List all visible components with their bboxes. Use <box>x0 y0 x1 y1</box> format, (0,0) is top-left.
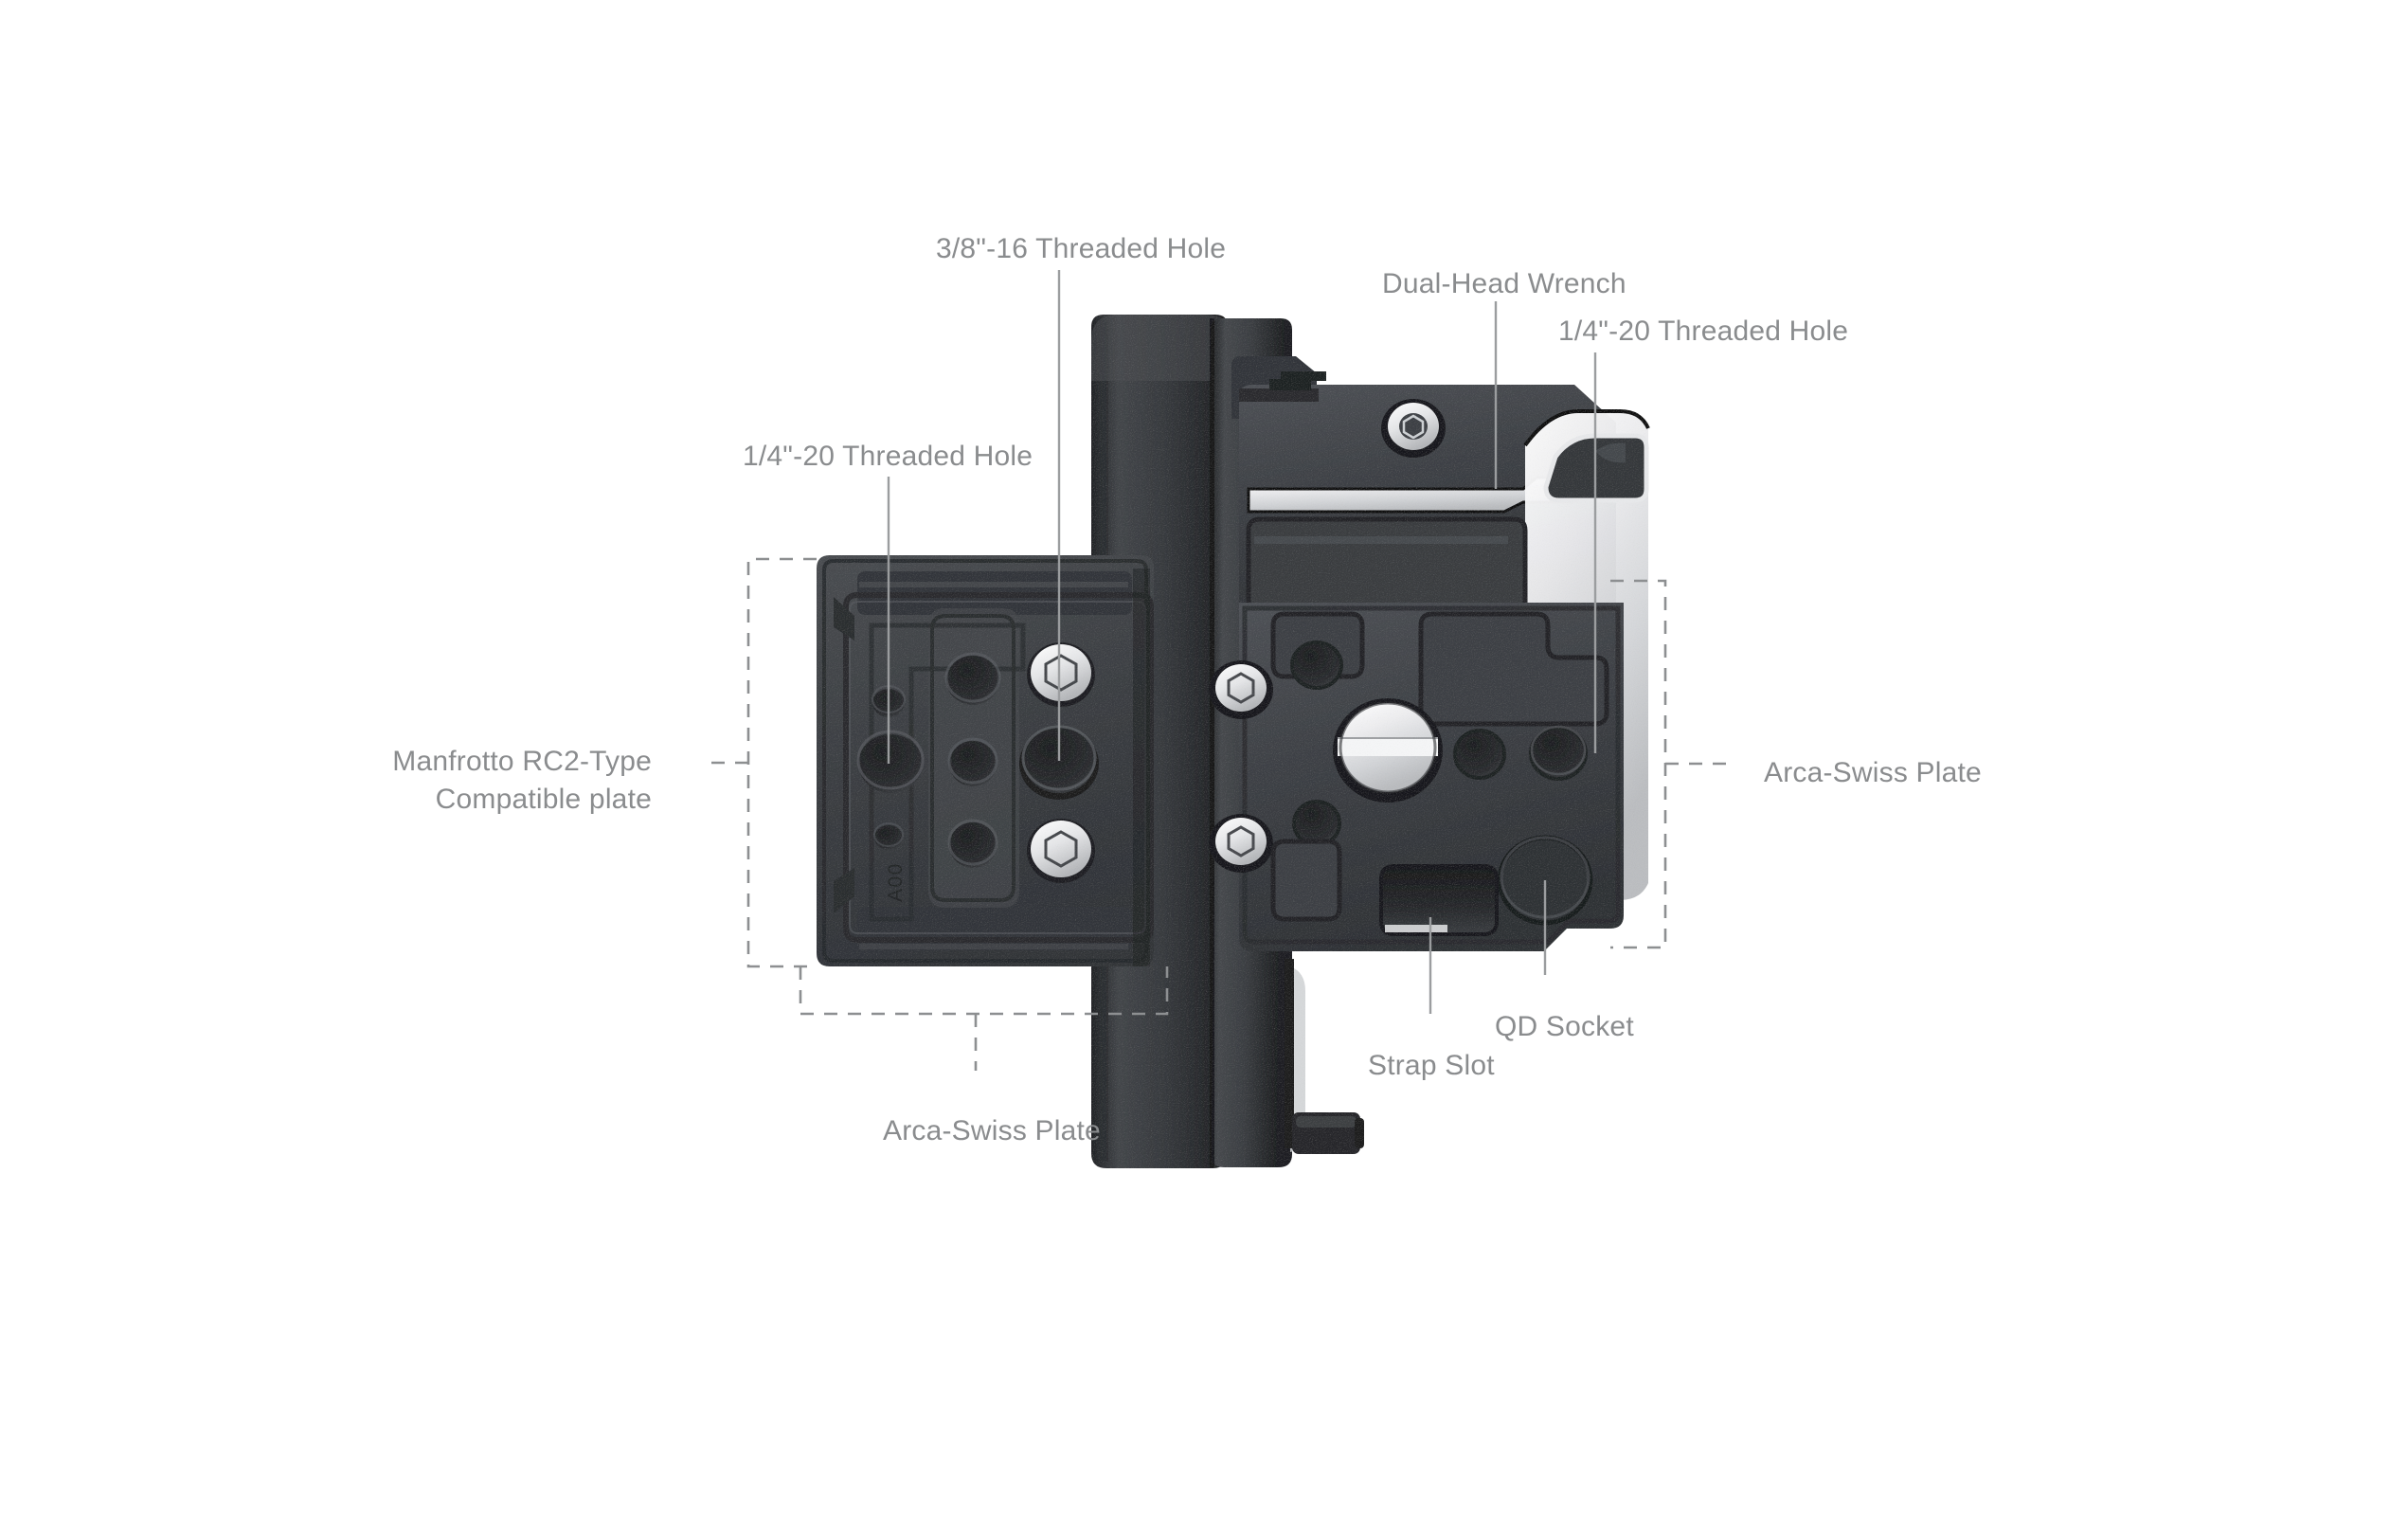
callout-qd-socket: QD Socket <box>1495 1011 1634 1042</box>
hole-group-middle <box>944 652 1001 868</box>
leader-lines <box>887 270 1597 1014</box>
callout-dual-head-wrench: Dual-Head Wrench <box>1382 268 1626 299</box>
hex-screw-rail-top <box>1209 660 1273 719</box>
callout-strap-slot: Strap Slot <box>1368 1050 1495 1081</box>
hex-screw-rail-bottom <box>1209 814 1273 873</box>
callout-arca-swiss-bottom: Arca-Swiss Plate <box>883 1115 1101 1146</box>
engraved-marking: A00 <box>885 862 907 902</box>
arca-swiss-plate-main <box>1209 603 1624 951</box>
quarter-twenty-hole-right <box>1529 725 1588 781</box>
slotted-thumb-screw <box>1333 698 1443 803</box>
callout-quarter-twenty-right: 1/4"-20 Threaded Hole <box>1558 316 1849 347</box>
hole-group-right <box>1290 641 1506 847</box>
callout-manfrotto-plate: Manfrotto RC2-Type Compatible plate <box>392 746 652 815</box>
manfrotto-rc2-plate: A00 <box>817 555 1154 966</box>
strap-slot <box>1379 864 1499 936</box>
callout-arca-swiss-right: Arca-Swiss Plate <box>1764 757 1982 788</box>
hex-screw-top <box>1027 642 1095 707</box>
bracket-manfrotto <box>746 557 817 968</box>
hex-screw-bottom <box>1027 819 1095 883</box>
hex-screw-top-right <box>1381 399 1446 458</box>
callout-quarter-twenty-left: 1/4"-20 Threaded Hole <box>743 441 1033 472</box>
callout-three-eighths-16: 3/8"-16 Threaded Hole <box>936 233 1227 264</box>
bracket-arca-bottom <box>799 966 1169 1016</box>
dashed-brackets <box>705 557 1726 1071</box>
